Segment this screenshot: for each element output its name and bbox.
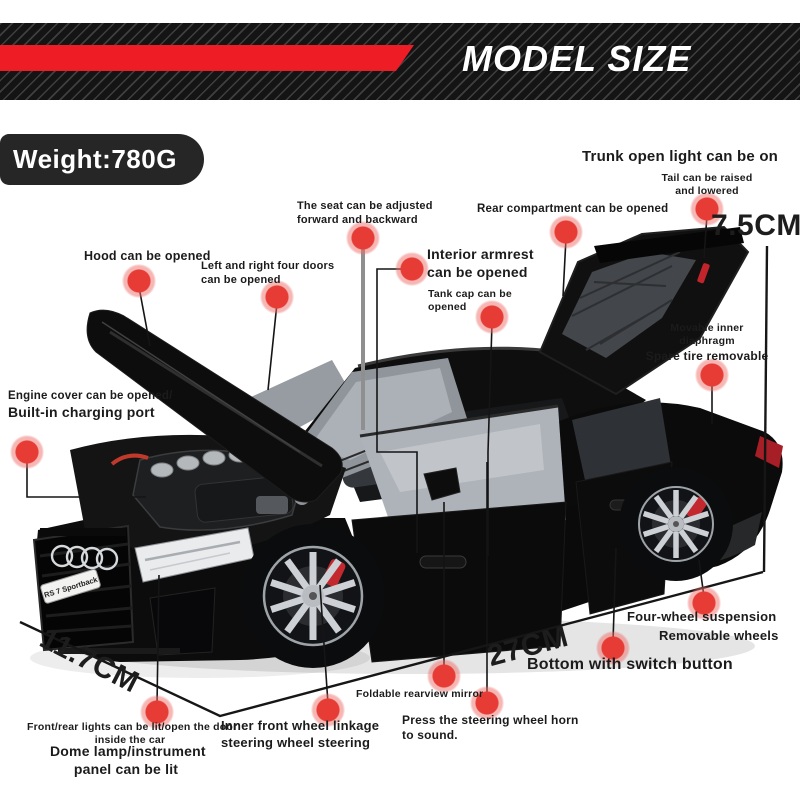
page-title: MODEL SIZE (462, 38, 692, 79)
callout-doors: Left and right four doors can be opened (201, 260, 335, 287)
top-banner: MODEL SIZE (0, 23, 800, 100)
callout-mirror: Foldable rearview mirror (356, 688, 484, 700)
banner-red-stripe (0, 45, 414, 71)
trunk-lamp (697, 263, 710, 284)
red-cable (110, 453, 149, 466)
callout-front-lights: Front/rear lights can be lit/open the do… (27, 721, 238, 747)
dimension-height: 7.5CM (711, 209, 800, 242)
length-width-line (19, 570, 764, 718)
callout-seat: The seat can be adjusted forward and bac… (297, 200, 433, 227)
front-wheel (241, 524, 385, 668)
callout-wheels: Removable wheels (659, 628, 779, 643)
callout-suspension: Four-wheel suspension (627, 609, 777, 624)
callout-diaphragm: Movable inner diaphragm Spare tire remov… (645, 322, 769, 363)
callout-armrest: Interior armrest can be opened (427, 246, 534, 280)
callout-tail: Tail can be raised and lowered (661, 172, 753, 198)
bumper-vent (149, 587, 216, 656)
hood-open (86, 309, 343, 503)
door-handle (419, 555, 467, 569)
front-door-open (351, 404, 567, 663)
audi-rings-logo (50, 544, 119, 571)
callout-trunk-light: Trunk open light can be on (582, 148, 779, 165)
callout-hood: Hood can be opened (84, 249, 211, 263)
callout-bottom-switch: Bottom with switch button (527, 656, 733, 673)
trunk-lid-open (538, 225, 750, 396)
brake-caliper (686, 497, 707, 520)
side-mirror (423, 467, 461, 501)
rear-wheel (619, 467, 733, 581)
weight-badge-label: Weight:780G (13, 144, 177, 174)
tail-light (755, 436, 783, 468)
callout-rear-compartment: Rear compartment can be opened (477, 203, 669, 215)
measurement-lines (19, 245, 769, 718)
callout-inner-wheel: Inner front wheel linkage steering wheel… (221, 718, 380, 750)
front-grille: RS 7 Sportback (32, 524, 255, 656)
callout-horn: Press the steering wheel horn to sound. (402, 713, 579, 743)
callout-tank-cap: Tank cap can be opened (428, 288, 512, 314)
weight-badge: Weight:780G (0, 134, 204, 185)
height-line (762, 245, 769, 573)
rear-spoiler (594, 227, 744, 263)
callout-dome-lamp: Dome lamp/instrument panel can be lit (50, 743, 206, 777)
callout-engine-cover: Engine cover can be opened/ Built-in cha… (8, 390, 173, 420)
